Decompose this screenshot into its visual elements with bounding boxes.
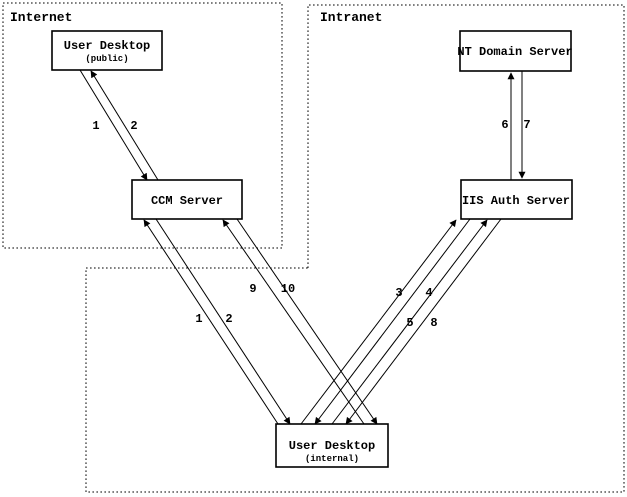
edge-label-1-internal: 1 xyxy=(195,312,202,326)
edge-labels: 1 2 1 2 9 10 3 4 5 8 6 7 xyxy=(92,118,530,330)
node-user-desktop-public: User Desktop (public) xyxy=(51,30,163,71)
node-box-user-desktop-public xyxy=(51,30,163,71)
node-subtitle-user-desktop-public: (public) xyxy=(85,54,128,64)
edge-label-3: 3 xyxy=(395,286,402,300)
edge-line-5 xyxy=(331,219,488,425)
edge-line-10 xyxy=(236,218,378,425)
edge-label-8: 8 xyxy=(430,316,437,330)
edges xyxy=(79,69,526,425)
edge-line-2-internal xyxy=(155,218,291,425)
node-subtitle-user-desktop-internal: (internal) xyxy=(305,454,359,464)
edge-label-4: 4 xyxy=(425,286,432,300)
edge-line-4 xyxy=(314,218,471,425)
edge-line-1-internal xyxy=(143,219,279,425)
internet-zone-label: Internet xyxy=(10,10,72,25)
intranet-zone-label: Intranet xyxy=(320,10,382,25)
edge-line-3 xyxy=(300,219,457,425)
node-box-iis-auth-server xyxy=(460,179,573,220)
node-title-iis-auth-server: IIS Auth Server xyxy=(462,194,570,208)
edge-line-8 xyxy=(345,218,502,425)
edge-label-6: 6 xyxy=(501,118,508,132)
edge-label-5: 5 xyxy=(406,316,413,330)
edge-label-10: 10 xyxy=(281,282,295,296)
internet-zone-outline xyxy=(2,2,283,249)
node-title-ccm-server: CCM Server xyxy=(151,194,223,208)
node-title-nt-domain-server: NT Domain Server xyxy=(457,45,572,59)
edge-line-1-public xyxy=(79,69,148,181)
node-user-desktop-internal: User Desktop (internal) xyxy=(275,423,389,468)
node-nt-domain-server: NT Domain Server xyxy=(457,30,573,72)
edge-line-9 xyxy=(222,219,365,425)
node-ccm-server: CCM Server xyxy=(131,179,243,220)
intranet-zone-outline xyxy=(85,4,625,493)
node-title-user-desktop-public: User Desktop xyxy=(64,39,150,53)
edge-line-2-public xyxy=(90,70,159,181)
node-box-nt-domain-server xyxy=(459,30,572,72)
node-iis-auth-server: IIS Auth Server xyxy=(460,179,573,220)
edge-label-2-public: 2 xyxy=(130,119,137,133)
edge-label-1-public: 1 xyxy=(92,119,99,133)
node-box-user-desktop-internal xyxy=(275,423,389,468)
edge-label-9: 9 xyxy=(249,282,256,296)
nodes: User Desktop (public) CCM Server NT Doma… xyxy=(51,30,573,468)
edge-label-7: 7 xyxy=(523,118,530,132)
edge-label-2-internal: 2 xyxy=(225,312,232,326)
node-title-user-desktop-internal: User Desktop xyxy=(289,439,375,453)
node-box-ccm-server xyxy=(131,179,243,220)
